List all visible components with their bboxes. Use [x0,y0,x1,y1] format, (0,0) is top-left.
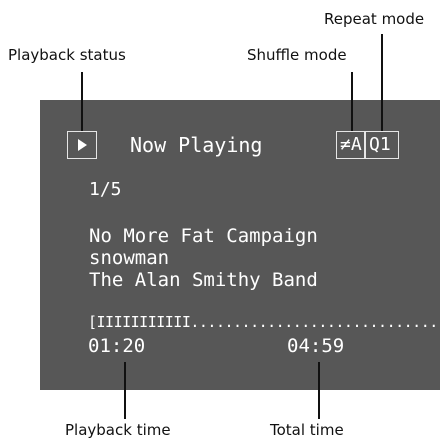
total-time: 04:59 [287,335,345,357]
shuffle-mode-indicator: ≠A [336,131,366,159]
shuffle-mode-leader [351,72,353,132]
repeat-mode-leader [381,34,383,132]
repeat-mode-indicator: Q1 [364,131,399,159]
shuffle-icon: ≠A [340,134,362,155]
track-position: 1/5 [89,179,122,200]
shuffle-mode-label: Shuffle mode [247,46,347,64]
playback-status-indicator [67,131,97,159]
player-screen [40,100,440,390]
total-time-leader [318,362,320,419]
playback-time-leader [124,362,126,419]
playback-status-leader [81,72,83,132]
artist-name: The Alan Smithy Band [89,269,318,291]
track-subtitle: snowman [89,247,170,269]
total-time-label: Total time [270,421,344,439]
screen-title: Now Playing [130,133,263,157]
elapsed-time: 01:20 [88,335,146,357]
playback-time-label: Playback time [65,421,171,439]
playback-status-label: Playback status [8,46,126,64]
repeat-one-icon: Q1 [369,134,391,155]
repeat-mode-label: Repeat mode [324,10,425,28]
play-icon [78,139,87,151]
track-title: No More Fat Campaign [89,225,318,247]
progress-bar: [IIIIIIIIIII............................… [88,313,445,331]
